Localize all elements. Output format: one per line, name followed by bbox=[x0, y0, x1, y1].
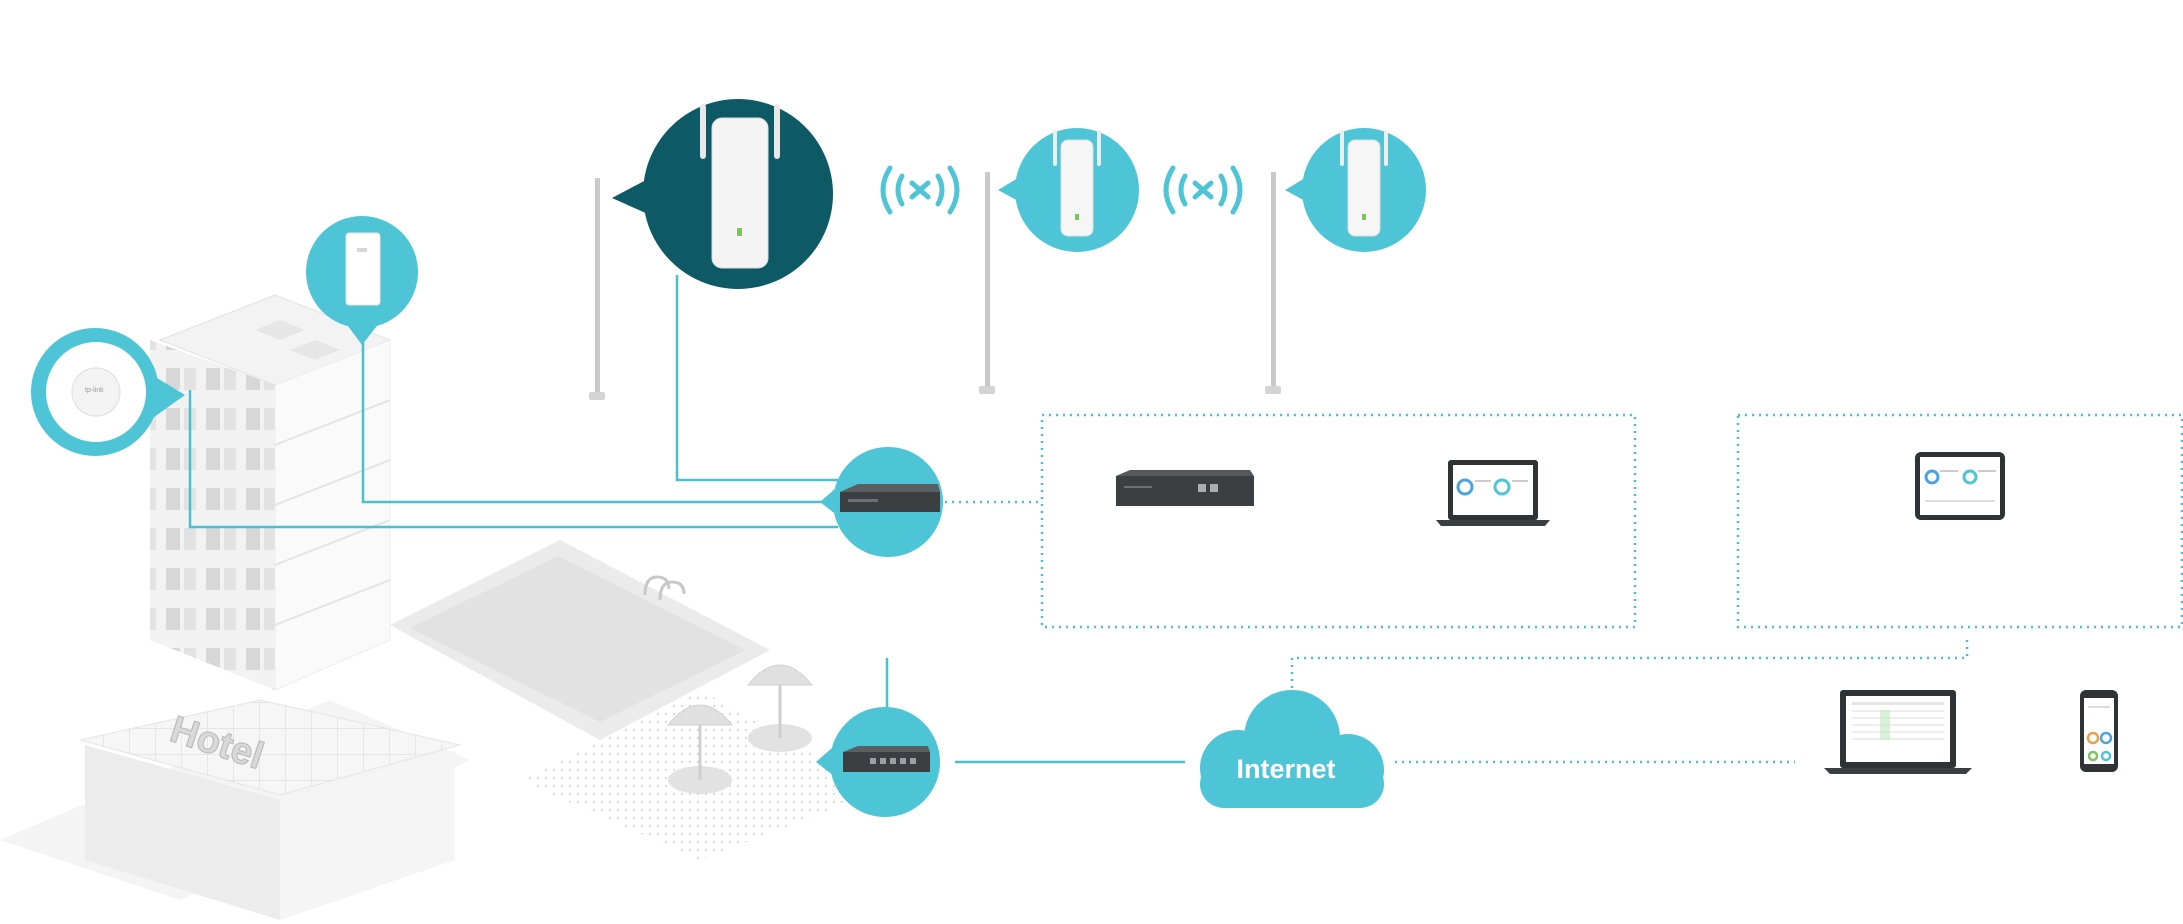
outdoor-ap-bubble[interactable] bbox=[1285, 128, 1426, 252]
internet-cloud[interactable]: Internet bbox=[1200, 690, 1384, 808]
poe-switch-bubble[interactable] bbox=[820, 447, 943, 557]
umbrella-icon bbox=[746, 664, 814, 752]
dotted-links bbox=[945, 413, 2183, 764]
outdoor-access-point-icon bbox=[1340, 130, 1388, 237]
pole bbox=[979, 172, 995, 394]
wall-ap-bubble[interactable] bbox=[306, 216, 418, 345]
cloud-icon bbox=[1200, 690, 1384, 808]
laptop-icon[interactable] bbox=[1824, 690, 1972, 774]
outdoor-access-point-icon bbox=[1053, 130, 1101, 237]
pole bbox=[1265, 172, 1281, 394]
ceiling-access-point-icon bbox=[71, 367, 121, 417]
gateway-router-icon bbox=[843, 746, 930, 772]
router-bubble[interactable] bbox=[816, 707, 940, 817]
phone-icon[interactable] bbox=[2080, 690, 2118, 772]
cloud-management-box bbox=[1736, 413, 2183, 629]
tablet-icon[interactable] bbox=[1915, 452, 2005, 520]
wall-ap-cable bbox=[361, 340, 838, 504]
pool-ladder-icon bbox=[643, 575, 686, 601]
outdoor-ap-cable bbox=[675, 275, 838, 482]
poe-switch-icon bbox=[840, 484, 940, 512]
laptop-icon[interactable] bbox=[1436, 460, 1550, 526]
wall-plate-access-point-icon bbox=[345, 232, 381, 306]
outdoor-ap-bubble[interactable] bbox=[998, 128, 1139, 252]
building-floors bbox=[274, 399, 391, 626]
wireless-signal-icon bbox=[1163, 165, 1243, 215]
local-management-box bbox=[1040, 413, 1637, 629]
outdoor-ap-main-bubble[interactable] bbox=[612, 99, 833, 289]
hardware-controller-icon[interactable] bbox=[1116, 470, 1254, 506]
cable-lines bbox=[188, 275, 1185, 764]
roof-unit bbox=[255, 320, 305, 340]
pool-water bbox=[410, 556, 745, 722]
ceiling-ap-bubble[interactable]: tp-link bbox=[31, 328, 185, 456]
pool-area bbox=[390, 540, 880, 860]
umbrella-icon bbox=[666, 704, 734, 794]
ceiling-ap-cable bbox=[188, 390, 838, 529]
pole bbox=[589, 178, 605, 400]
svg-text:tp-link: tp-link bbox=[85, 387, 104, 394]
building-left-face bbox=[150, 340, 275, 690]
roof-unit bbox=[290, 340, 340, 360]
lobby-side bbox=[280, 750, 455, 920]
cloud-label: Internet bbox=[1236, 754, 1335, 784]
outdoor-access-point-icon bbox=[700, 104, 780, 269]
wireless-signal-icon bbox=[880, 165, 960, 215]
lobby-front bbox=[85, 745, 280, 920]
building-right-face bbox=[274, 339, 391, 691]
lobby-roof bbox=[79, 699, 461, 796]
cloud-management-link bbox=[1290, 640, 1969, 688]
